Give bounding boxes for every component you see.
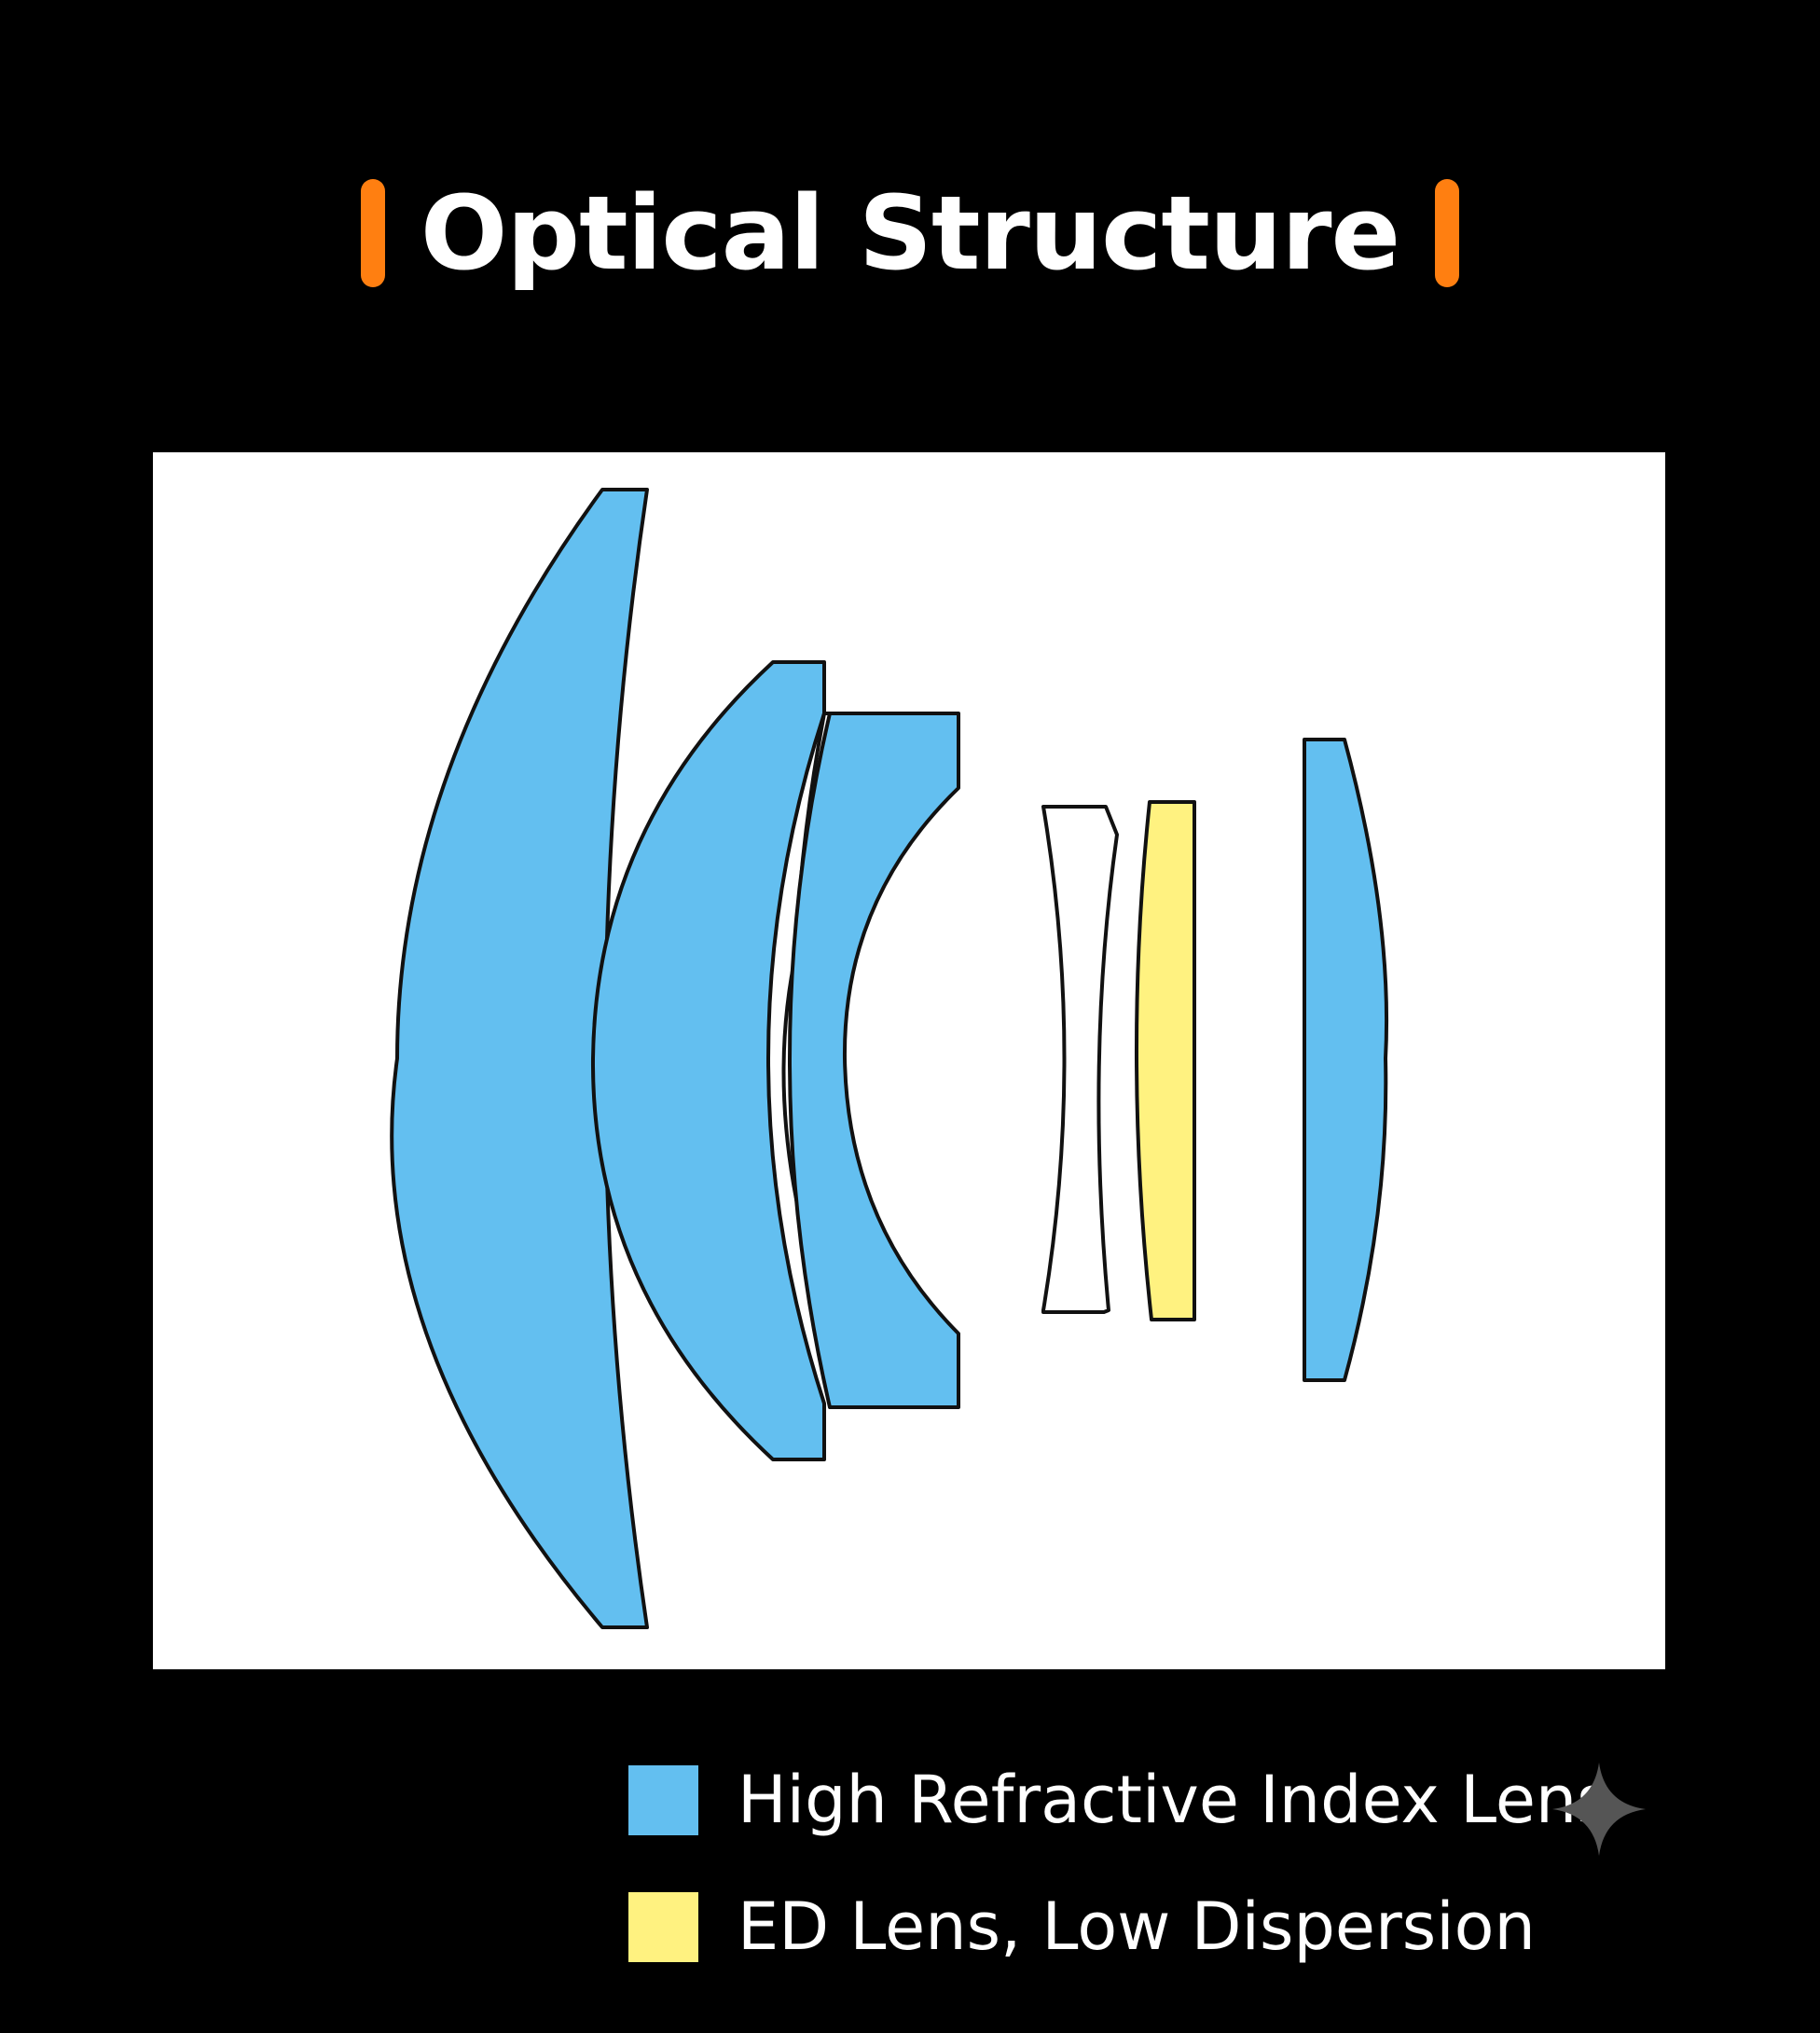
lens-diagram-panel — [153, 452, 1665, 1669]
page-title: Optical Structure — [420, 173, 1400, 293]
title-accent-bar-right — [1435, 179, 1460, 287]
legend-swatch-ed — [628, 1891, 698, 1962]
lens-element-2 — [590, 660, 826, 1461]
lens-element-5 — [1135, 800, 1196, 1321]
sparkle-icon — [1552, 1763, 1646, 1860]
legend-item-high-refractive: High Refractive Index Lens — [628, 1753, 1611, 1846]
title-row: Optical Structure — [0, 163, 1820, 303]
legend-label-ed: ED Lens, Low Dispersion — [738, 1888, 1536, 1965]
legend: High Refractive Index Lens ED Lens, Low … — [628, 1753, 1611, 2007]
title-accent-bar-left — [360, 179, 385, 287]
legend-swatch-high-refractive — [628, 1764, 698, 1835]
legend-item-ed: ED Lens, Low Dispersion — [628, 1880, 1611, 1973]
lens-element-4 — [1041, 805, 1119, 1314]
lens-element-3-body — [788, 712, 960, 1409]
legend-label-high-refractive: High Refractive Index Lens — [738, 1762, 1611, 1838]
lens-diagram — [390, 488, 1389, 1629]
lens-element-6 — [1303, 738, 1389, 1382]
